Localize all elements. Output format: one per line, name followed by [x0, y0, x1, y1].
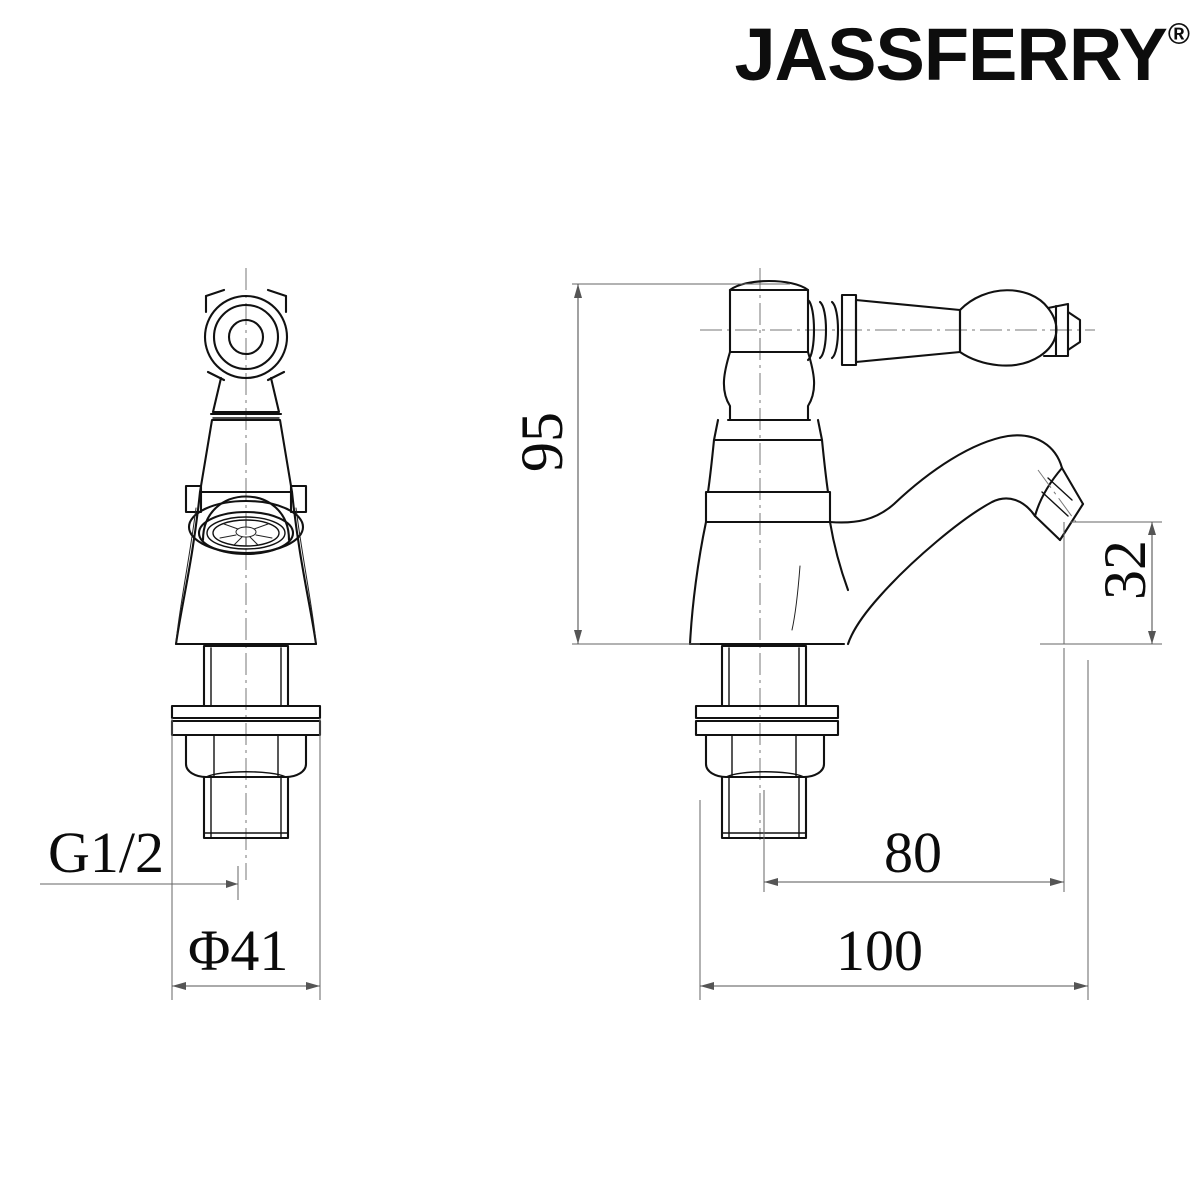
washer-set-side	[694, 704, 840, 737]
dimension-label-100: 100	[836, 918, 923, 983]
dimension-label-95: 95	[509, 412, 575, 472]
handle-end-view	[203, 288, 289, 382]
lever-handle	[854, 289, 1082, 367]
thread-size-leader	[40, 866, 239, 900]
side-view	[572, 268, 1162, 1000]
spout-front	[187, 495, 305, 556]
spindle-shroud	[712, 350, 824, 442]
front-view	[40, 268, 322, 1000]
aerator-screen-icon	[219, 519, 273, 547]
valve-head	[728, 279, 810, 354]
spout-height-dimension-32	[1040, 521, 1162, 645]
spout-side	[828, 434, 1085, 646]
dimension-label-thread-size: G1/2	[48, 820, 164, 885]
brand-logo: JASSFERRY ®	[735, 18, 1190, 128]
height-dimension-95	[572, 283, 790, 645]
tap-lower-body	[174, 490, 318, 646]
overall-depth-dimension-100	[699, 660, 1089, 1000]
dimension-label-32: 32	[1092, 540, 1158, 600]
tap-body-column	[704, 438, 832, 524]
lower-thread-stub	[202, 775, 290, 840]
base-diameter-dimension	[171, 718, 321, 1000]
hex-nut	[184, 733, 308, 779]
handle-collar	[209, 376, 283, 419]
brand-name: JASSFERRY	[734, 13, 1168, 96]
hex-nut-side	[704, 733, 826, 779]
dimension-label-base-diameter: Φ41	[188, 918, 289, 983]
tap-base-body	[688, 520, 850, 646]
spout-reach-dimension-80	[763, 648, 1065, 892]
registered-trademark-icon: ®	[1167, 18, 1190, 51]
threaded-shank-side	[720, 644, 808, 708]
dimension-label-80: 80	[884, 820, 942, 885]
